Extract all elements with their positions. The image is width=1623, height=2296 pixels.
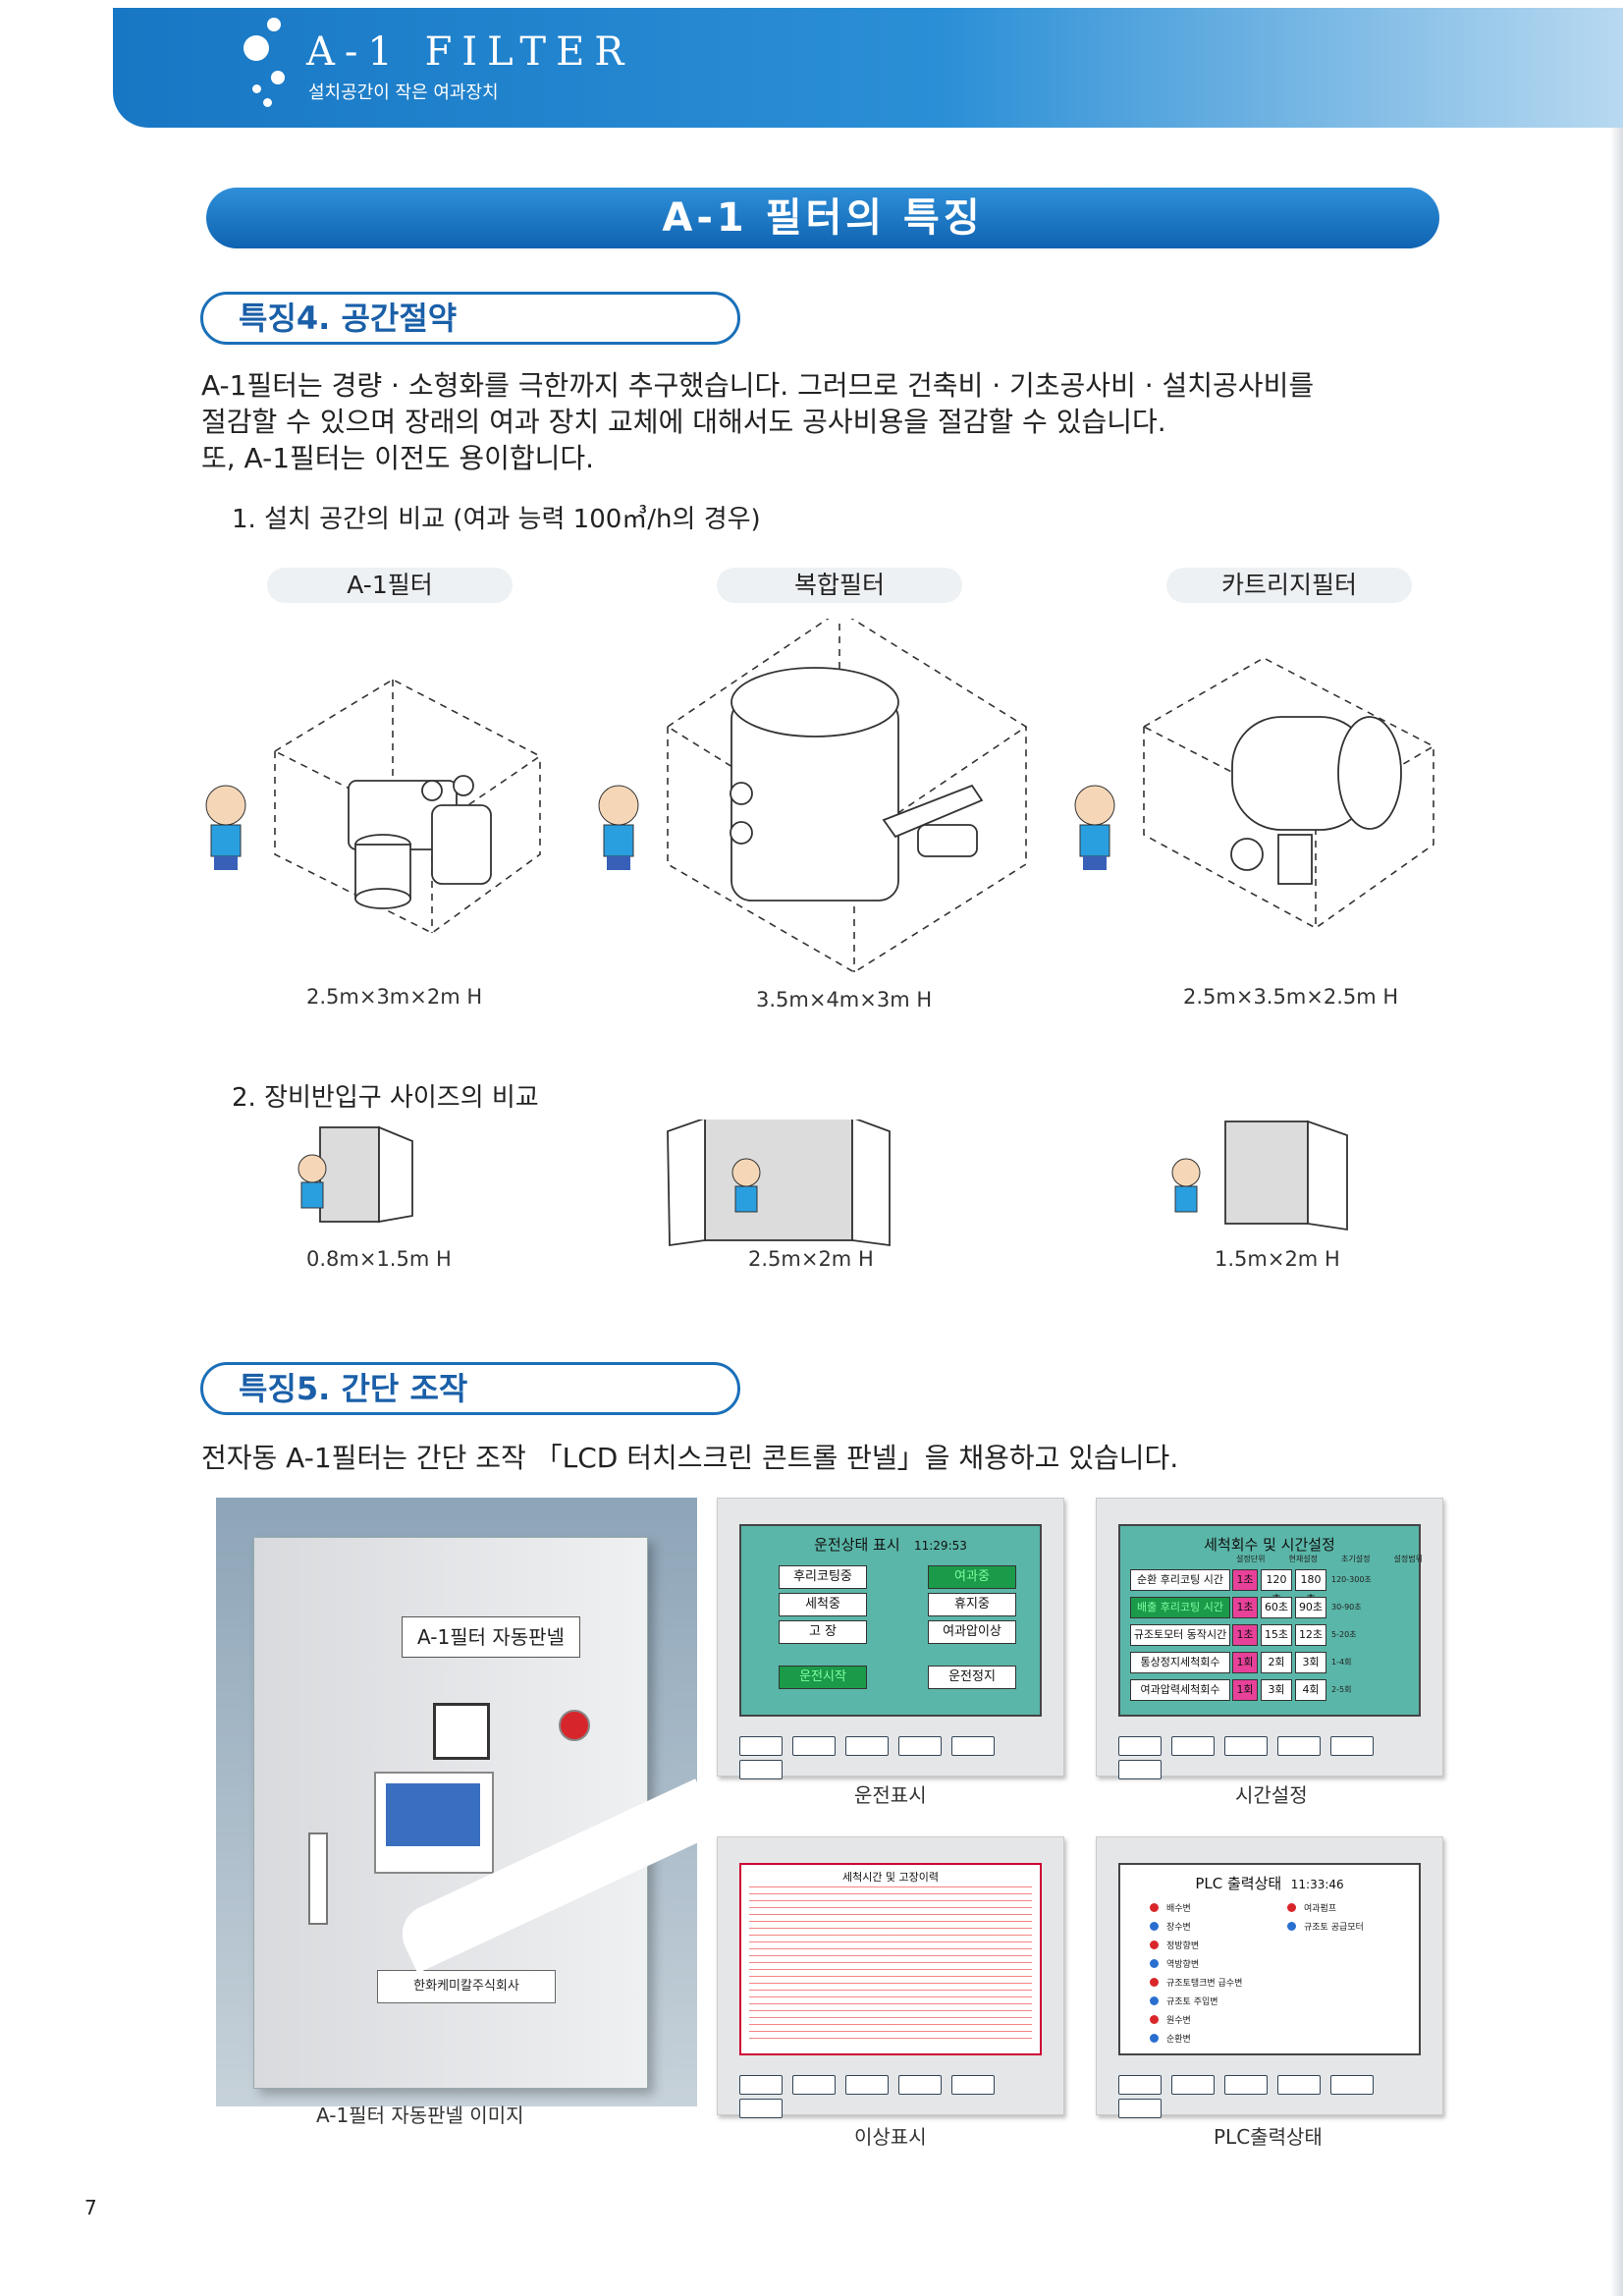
timeset-initial-cell: 180초: [1295, 1569, 1326, 1606]
timeset-range-text: 120-300초: [1331, 1575, 1372, 1584]
door-handle: [308, 1832, 328, 1925]
status-lamp-icon: [1150, 1978, 1159, 1987]
status-washing[interactable]: 세척중: [779, 1593, 867, 1616]
feature4-paragraph: A-1필터는 경량 · 소형화를 극한까지 추구했습니다. 그러므로 건축비 ·…: [201, 369, 1315, 474]
status-lamp-icon: [1150, 2034, 1159, 2043]
timeset-title: 세척회수 및 시간설정: [1204, 1536, 1335, 1554]
company-plate: 한화케미칼주식회사: [377, 1970, 556, 2003]
composite-filter-dimension: 3.5m×4m×3m H: [756, 988, 933, 1011]
cartridge-filter-dimension: 2.5m×3.5m×2.5m H: [1183, 985, 1399, 1009]
timeset-initial-cell: 4회: [1295, 1679, 1326, 1701]
timeset-name-cell: 여과압력세척회수: [1130, 1679, 1230, 1701]
stop-button[interactable]: 운전정지: [928, 1666, 1016, 1689]
page-number: 7: [84, 2196, 97, 2219]
status-lamp-icon: [1287, 1903, 1296, 1912]
timeset-current-cell[interactable]: 15초: [1261, 1624, 1292, 1646]
status-filtering[interactable]: 여과중: [928, 1565, 1016, 1589]
status-lamp-icon: [1150, 1959, 1159, 1968]
composite-filter-label: 복합필터: [717, 568, 962, 603]
timeset-current-cell[interactable]: 2회: [1261, 1652, 1292, 1673]
emergency-button: [559, 1710, 590, 1741]
status-lamp-icon: [1150, 2015, 1159, 2024]
timeset-range-text: 1-4회: [1331, 1658, 1352, 1667]
timeset-current-cell[interactable]: 120초: [1261, 1569, 1292, 1606]
door1-dimension: 0.8m×1.5m H: [306, 1247, 452, 1271]
plc-output-item: 장수변: [1150, 1917, 1242, 1936]
timeset-range-text: 5-20초: [1331, 1630, 1357, 1639]
header-subtitle: 설치공간이 작은 여과장치: [308, 82, 499, 103]
plc-caption: PLC출력상태: [1214, 2125, 1323, 2149]
timeset-unit-cell: 1초: [1232, 1597, 1258, 1618]
status-fault[interactable]: 고 장: [779, 1620, 867, 1644]
comparison2-title: 2. 장비반입구 사이즈의 비교: [232, 1083, 539, 1113]
operation-caption: 운전표시: [854, 1783, 927, 1807]
panel-label: A-1필터 자동판넬: [402, 1616, 580, 1658]
timeset-initial-cell: 3회: [1295, 1652, 1326, 1673]
section-banner: A-1 필터의 특징: [206, 188, 1439, 248]
timeset-range-text: 30-90초: [1331, 1603, 1362, 1612]
timeset-name-cell: 규조토모터 동작시간: [1130, 1624, 1230, 1646]
plc-output-item: 여과펌프: [1287, 1898, 1364, 1917]
a1-filter-label: A-1필터: [267, 568, 513, 603]
plc-output-item: 정방향변: [1150, 1936, 1242, 1954]
door2-dimension: 2.5m×2m H: [748, 1247, 874, 1271]
timeset-current-cell[interactable]: 3회: [1261, 1679, 1292, 1701]
alarm-screen: 세척시간 및 고장이력: [717, 1836, 1064, 2118]
timeset-unit-cell: 1회: [1232, 1652, 1258, 1673]
operation-screen: 운전상태 표시 11:29:53 후리코팅중 여과중 세척중 휴지중 고 장 여…: [717, 1498, 1064, 1779]
header-bar: [113, 8, 1623, 128]
feature5-paragraph: 전자동 A-1필터는 간단 조작 「LCD 터치스크린 콘트롤 판넬」을 채용하…: [201, 1442, 1179, 1474]
feature4-heading: 특징4. 공간절약: [200, 292, 740, 345]
plc-output-item: 규조토탱크변 급수변: [1150, 1973, 1242, 1992]
plc-output-item: 원수변: [1150, 2010, 1242, 2029]
header-title: A-1 FILTER: [306, 29, 634, 75]
alarm-caption: 이상표시: [854, 2125, 927, 2149]
status-pressure-error[interactable]: 여과압이상: [928, 1620, 1016, 1644]
timeset-caption: 시간설정: [1235, 1783, 1308, 1807]
feature5-heading: 특징5. 간단 조작: [200, 1362, 740, 1415]
space-comparison-illustration: [205, 619, 1435, 973]
operation-title: 운전상태 표시: [814, 1536, 900, 1554]
status-lamp-icon: [1150, 1903, 1159, 1912]
timeset-name-cell: 배출 후리코팅 시간: [1130, 1597, 1230, 1618]
status-lamp-icon: [1287, 1922, 1296, 1931]
timeset-initial-cell: 12초: [1295, 1624, 1326, 1646]
touchscreen: [374, 1772, 494, 1874]
start-button[interactable]: 운전시작: [779, 1666, 867, 1689]
plc-output-item: 순환변: [1150, 2029, 1242, 2048]
status-precoating[interactable]: 후리코팅중: [779, 1565, 867, 1589]
panel-caption: A-1필터 자동판넬 이미지: [316, 2104, 524, 2127]
plc-output-item: 역방향변: [1150, 1954, 1242, 1973]
status-lamp-icon: [1150, 1941, 1159, 1949]
status-idle[interactable]: 휴지중: [928, 1593, 1016, 1616]
timeset-range-text: 2-5회: [1331, 1685, 1352, 1694]
cartridge-filter-label: 카트리지필터: [1166, 568, 1412, 603]
page-edge: [1610, 128, 1623, 2296]
plc-output-item: 배수변: [1150, 1898, 1242, 1917]
door-comparison-illustration: [298, 1120, 1348, 1247]
plc-output-item: 규조토 공급모터: [1287, 1917, 1364, 1936]
timeset-name-cell: 순환 후리코팅 시간: [1130, 1569, 1230, 1591]
alarm-title: 세척시간 및 고장이력: [841, 1871, 940, 1884]
plc-output-item: 규조토 주입변: [1150, 1992, 1242, 2010]
timeset-name-cell: 통상정지세척회수: [1130, 1652, 1230, 1673]
door3-dimension: 1.5m×2m H: [1215, 1247, 1340, 1271]
a1-filter-dimension: 2.5m×3m×2m H: [306, 985, 483, 1009]
gauge-meter: [433, 1703, 490, 1760]
timeset-current-cell[interactable]: 60초: [1261, 1597, 1292, 1618]
alarm-log-lines: [749, 1886, 1032, 2044]
timeset-initial-cell: 90초: [1295, 1597, 1326, 1618]
timeset-unit-cell: 1회: [1232, 1679, 1258, 1701]
plc-title: PLC 출력상태: [1195, 1875, 1282, 1892]
status-lamp-icon: [1150, 1996, 1159, 2005]
status-lamp-icon: [1150, 1922, 1159, 1931]
panel-photo: A-1필터 자동판넬 한화케미칼주식회사: [216, 1498, 721, 2106]
timeset-unit-cell: 1초: [1232, 1569, 1258, 1591]
timeset-unit-cell: 1초: [1232, 1624, 1258, 1646]
comparison1-title: 1. 설치 공간의 비교 (여과 능력 100㎥/h의 경우): [232, 505, 761, 534]
